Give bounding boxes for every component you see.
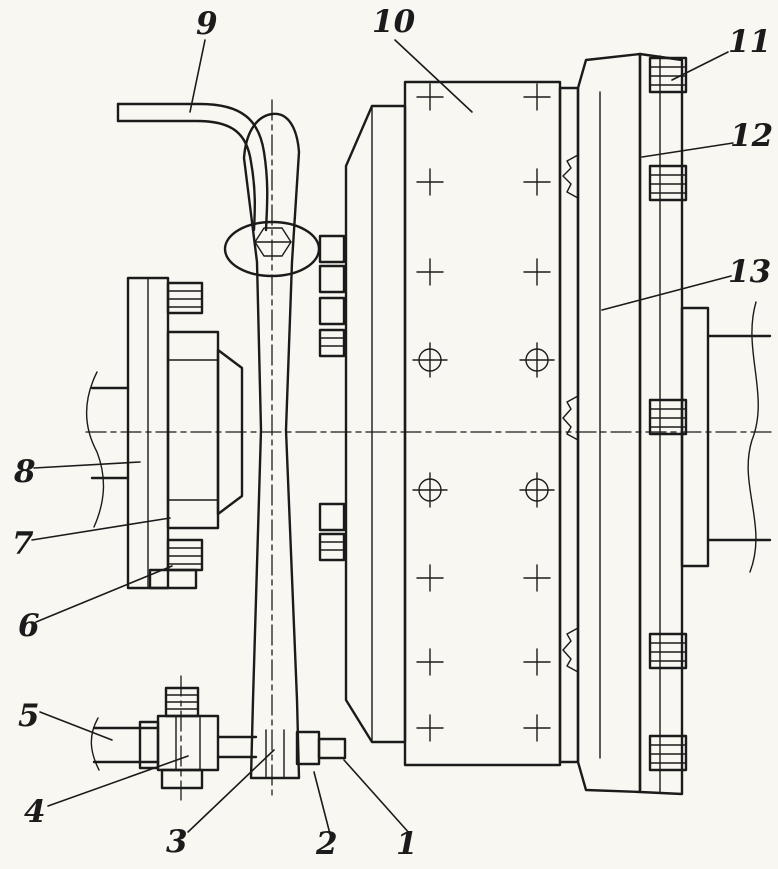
clevis-pin (295, 730, 347, 766)
callout-9: 9 (196, 6, 218, 42)
callout-6: 6 (18, 608, 40, 644)
leader-8 (33, 461, 141, 469)
grease-valve (90, 675, 258, 801)
output-hub (680, 301, 772, 573)
leader-12 (641, 142, 734, 158)
flange-top-bolt (166, 281, 204, 315)
assembly-drawing (31, 39, 773, 835)
leader-3 (187, 749, 275, 833)
leader-2 (313, 771, 331, 835)
spring-retainers (318, 234, 346, 562)
bolt-cross-marks (416, 83, 551, 742)
callout-10: 10 (372, 4, 416, 40)
leader-7 (31, 517, 171, 541)
left-flange-assembly (126, 276, 244, 590)
hub-cone (216, 348, 244, 516)
leader-4 (47, 755, 189, 807)
centerlines (85, 99, 773, 796)
callout-7: 7 (12, 526, 34, 562)
callout-12: 12 (730, 118, 773, 154)
cover-bolts (648, 56, 688, 772)
callout-5: 5 (18, 698, 40, 734)
callout-11: 11 (728, 24, 771, 60)
leader-9 (189, 39, 206, 113)
leader-10 (394, 39, 473, 113)
spring-window-tabs (562, 154, 579, 673)
callout-8: 8 (13, 454, 36, 490)
callout-4: 4 (24, 794, 46, 830)
circled-bolt-marks (412, 342, 555, 508)
leader-6 (35, 565, 173, 623)
callout-labels: 9 10 11 12 13 8 7 6 5 4 3 2 1 (12, 4, 773, 862)
leader-11 (671, 51, 729, 81)
left-shaft (85, 371, 130, 528)
oil-pipe (116, 102, 269, 232)
leader-5 (39, 711, 113, 741)
callout-1: 1 (396, 826, 418, 862)
leader-13 (601, 275, 732, 311)
callout-leaders (31, 39, 734, 835)
bolt-top-right (648, 56, 688, 94)
callout-3: 3 (166, 824, 188, 860)
callout-13: 13 (728, 254, 771, 290)
callout-2: 2 (315, 826, 338, 862)
leader-1 (343, 759, 411, 835)
